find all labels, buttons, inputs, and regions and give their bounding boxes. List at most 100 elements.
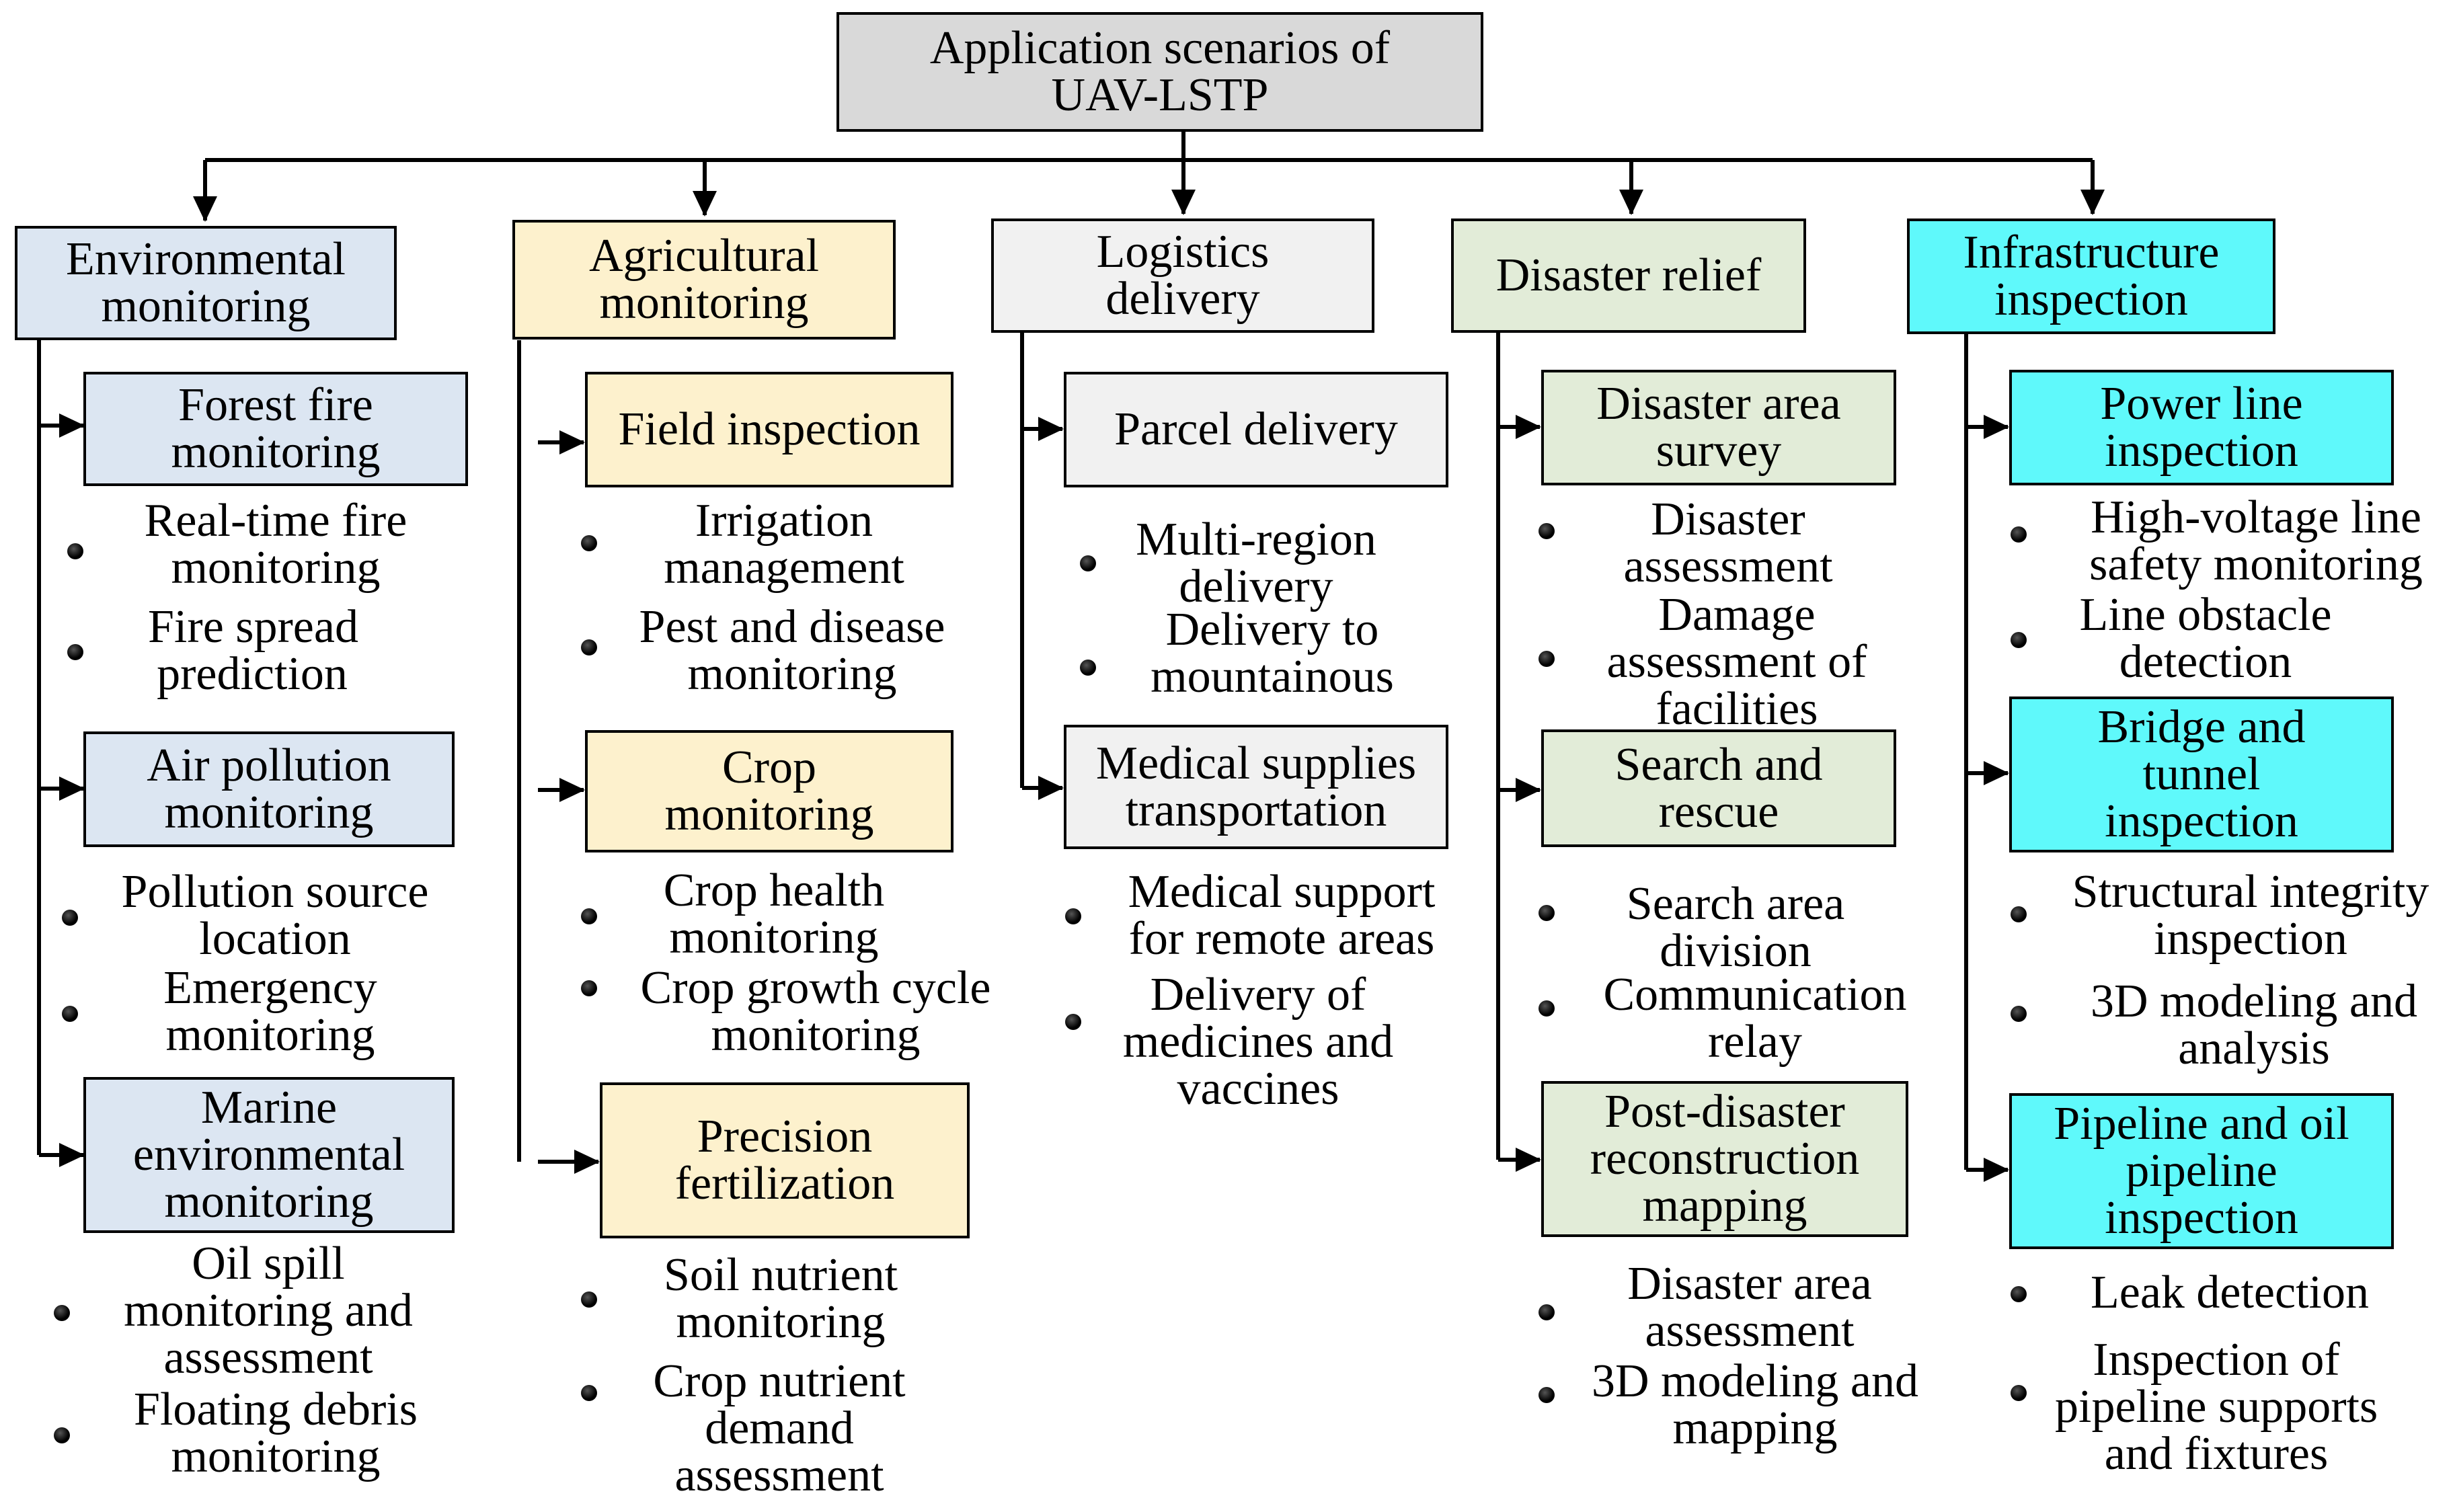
bullet-text-line: medicines and bbox=[1122, 1016, 1394, 1068]
bullet-dot-icon bbox=[2011, 1286, 2027, 1302]
subcategory-disaster-area-survey-box-line: Disaster area bbox=[1596, 378, 1841, 430]
root-box: Application scenarios of UAV-LSTP bbox=[836, 12, 1483, 132]
bullet-text-line: 3D modeling and bbox=[2090, 976, 2418, 1027]
bullet-dot-icon bbox=[67, 543, 83, 559]
bullet-dot-icon bbox=[67, 644, 83, 660]
bullet-text-line: demand bbox=[705, 1402, 854, 1454]
bullet-dot-icon bbox=[54, 1427, 70, 1443]
subcategory-post-disaster-reconstruction-mapping-box-line: mapping bbox=[1642, 1180, 1807, 1232]
bullet-text-line: pipeline supports bbox=[2055, 1381, 2378, 1433]
subcategory-forest-fire-monitoring-box-line: Forest fire bbox=[178, 379, 373, 431]
subcategory-power-line-inspection-box-line: Power line bbox=[2100, 378, 2303, 430]
bullet-text-line: facilities bbox=[1656, 683, 1818, 735]
bullet-text-line: safety monitoring bbox=[2089, 539, 2423, 590]
bullet-text-line: delivery bbox=[1179, 561, 1333, 612]
bullet-dot-icon bbox=[1539, 1304, 1555, 1320]
bullet-dot-icon bbox=[581, 980, 597, 996]
bullet-text-line: Real-time fire bbox=[144, 495, 407, 547]
bullet-text-line: monitoring bbox=[711, 1009, 921, 1061]
bullet-text-line: monitoring bbox=[171, 1431, 381, 1482]
subcategory-air-pollution-monitoring-box-line: monitoring bbox=[164, 787, 374, 838]
bullet-dot-icon bbox=[1065, 1014, 1081, 1030]
category-logistics-delivery-box-line: delivery bbox=[1105, 273, 1260, 325]
bullet-text-line: monitoring bbox=[171, 542, 381, 594]
bullet-dot-icon bbox=[1080, 660, 1096, 676]
subcategory-bridge-and-tunnel-inspection-box-line: Bridge and bbox=[2097, 701, 2306, 753]
bullet-text-line: Structural integrity bbox=[2072, 866, 2429, 918]
bullet-text-line: Delivery of bbox=[1150, 969, 1366, 1021]
bullet-text-line: Soil nutrient bbox=[663, 1249, 898, 1301]
bullet-dot-icon bbox=[1539, 905, 1555, 921]
subcategory-parcel-delivery-box: Parcel delivery bbox=[1064, 372, 1448, 487]
category-agricultural-monitoring-box-line: monitoring bbox=[599, 277, 809, 329]
bullet-text-line: division bbox=[1660, 925, 1812, 977]
category-infrastructure-inspection-box-line: Infrastructure bbox=[1963, 227, 2220, 278]
bullet-text-line: monitoring bbox=[676, 1296, 886, 1348]
subcategory-search-and-rescue-box-line: rescue bbox=[1658, 785, 1779, 838]
bullet-text-line: analysis bbox=[2178, 1023, 2330, 1074]
bullet-text-line: monitoring bbox=[687, 648, 897, 700]
bullet-dot-icon bbox=[62, 1006, 78, 1022]
bullet-text-line: Search area bbox=[1626, 878, 1845, 930]
bullet-text-line: relay bbox=[1708, 1016, 1802, 1068]
category-disaster-relief-box: Disaster relief bbox=[1451, 218, 1806, 333]
category-agricultural-monitoring-box-line: Agricultural bbox=[588, 230, 820, 282]
subcategory-crop-monitoring-box-line: Crop bbox=[722, 742, 816, 793]
bullet-text-line: Pollution source bbox=[121, 866, 429, 918]
bullet-text-line: mapping bbox=[1672, 1402, 1838, 1454]
bullet-text-line: Communication bbox=[1603, 969, 1907, 1021]
bullet-text-line: High-voltage line bbox=[2091, 491, 2421, 543]
subcategory-field-inspection-box-line: Field inspection bbox=[618, 403, 921, 455]
bullet-dot-icon bbox=[581, 535, 597, 551]
subcategory-forest-fire-monitoring-box-line: monitoring bbox=[171, 426, 381, 478]
bullet-dot-icon bbox=[2011, 632, 2027, 648]
bullet-text-line: assessment bbox=[1623, 541, 1833, 592]
bullet-text-line: mountainous bbox=[1151, 651, 1394, 703]
bullet-text-line: assessment bbox=[1645, 1305, 1855, 1357]
bullet-text-line: assessment bbox=[163, 1332, 373, 1384]
bullet-text-line: monitoring bbox=[669, 912, 879, 963]
bullet-text-line: Emergency bbox=[163, 962, 377, 1014]
subcategory-pipeline-and-oil-pipeline-inspection-box-line: pipeline bbox=[2126, 1145, 2277, 1197]
bullet-text-line: 3D modeling and bbox=[1591, 1355, 1919, 1407]
bullet-text-line: Pest and disease bbox=[639, 601, 945, 653]
bullet-dot-icon bbox=[62, 910, 78, 926]
bullet-text-line: Crop growth cycle bbox=[640, 962, 991, 1014]
subcategory-bridge-and-tunnel-inspection-box-line: tunnel bbox=[2142, 748, 2261, 800]
subcategory-medical-supplies-transportation-box-line: Medical supplies bbox=[1095, 737, 1417, 789]
category-environmental-monitoring-box-line: monitoring bbox=[101, 280, 311, 332]
bullet-text-line: prediction bbox=[157, 648, 348, 700]
root-title-line-1: Application scenarios of bbox=[929, 22, 1391, 74]
category-logistics-delivery-box-line: Logistics bbox=[1096, 226, 1270, 278]
bullet-text-line: Disaster bbox=[1651, 493, 1805, 545]
category-infrastructure-inspection-box-line: inspection bbox=[1994, 274, 2188, 325]
subcategory-pipeline-and-oil-pipeline-inspection-box-line: inspection bbox=[2105, 1192, 2298, 1244]
bullet-dot-icon bbox=[1539, 1000, 1555, 1017]
root-title-line-2: UAV-LSTP bbox=[1051, 69, 1269, 121]
subcategory-field-inspection-box: Field inspection bbox=[585, 372, 953, 487]
bullet-text-line: vaccines bbox=[1177, 1063, 1339, 1115]
category-environmental-monitoring-box-line: Environmental bbox=[65, 233, 346, 285]
bullet-dot-icon bbox=[1539, 1387, 1555, 1403]
bullet-text-line: monitoring bbox=[165, 1009, 375, 1061]
bullet-text-line: assessment bbox=[674, 1449, 884, 1501]
subcategory-bridge-and-tunnel-inspection-box-line: inspection bbox=[2105, 795, 2298, 847]
bullet-text-line: Floating debris bbox=[134, 1384, 418, 1435]
bullet-text-line: location bbox=[199, 913, 351, 965]
